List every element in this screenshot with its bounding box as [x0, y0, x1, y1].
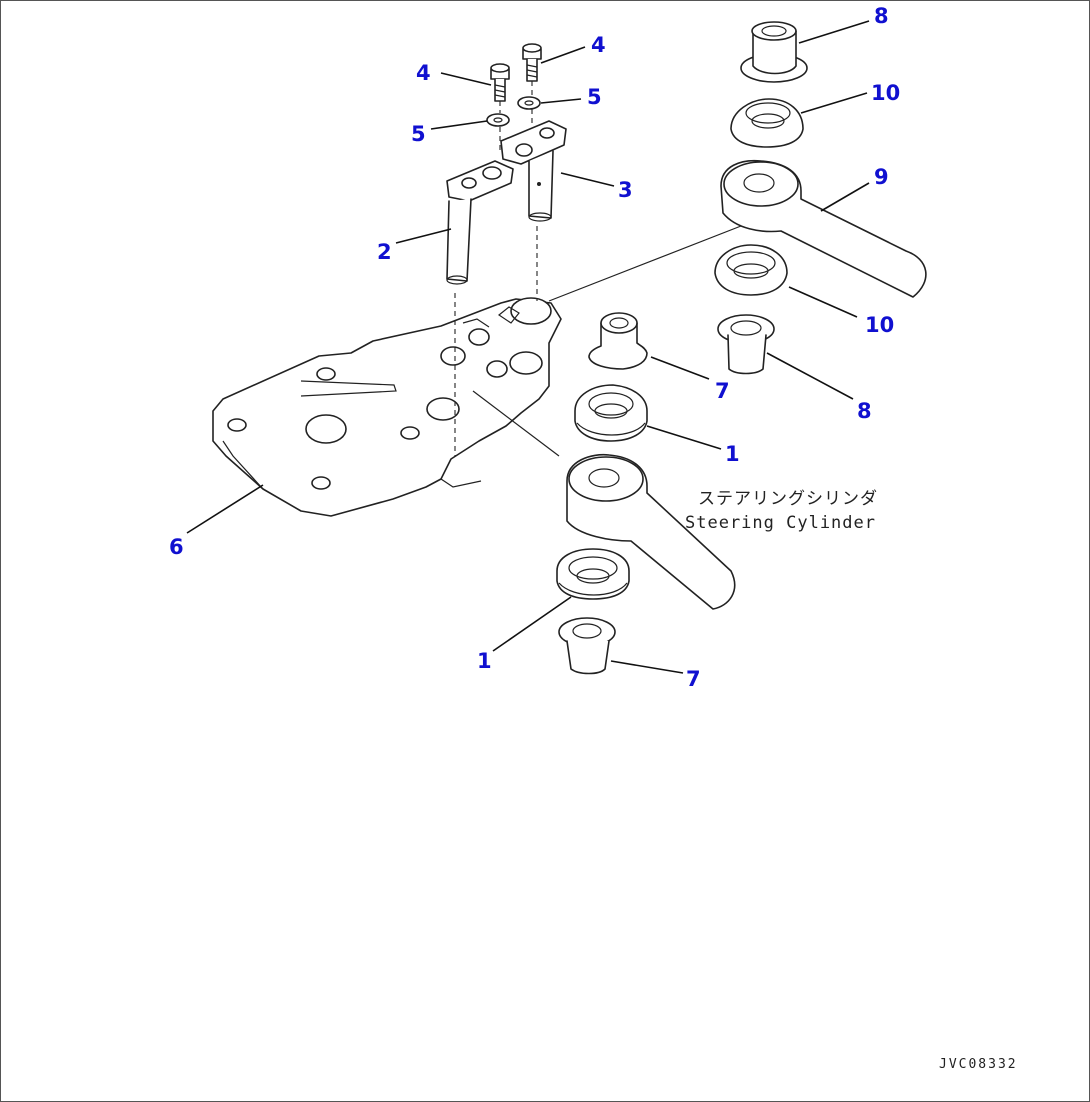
callout-5-right: 5 [587, 85, 602, 109]
seal-part-1-upper [574, 384, 648, 442]
callout-8-upper: 8 [874, 4, 889, 28]
callout-6: 6 [169, 535, 184, 559]
washer-part-5-right [517, 96, 541, 110]
bushing-part-7-lower [558, 617, 616, 675]
callout-2: 2 [377, 240, 392, 264]
bracket-part-6 [212, 226, 562, 517]
callout-7-upper: 7 [715, 379, 730, 403]
callout-1-upper: 1 [725, 442, 740, 466]
callout-1-lower: 1 [477, 649, 492, 673]
washer-part-5-left [486, 113, 510, 127]
callout-labels: 4 4 5 5 3 2 6 8 10 9 10 8 7 1 1 7 [169, 4, 900, 691]
pin-part-2 [446, 160, 514, 285]
bushing-part-8-lower [717, 314, 775, 375]
callout-10-lower: 10 [865, 313, 894, 337]
seal-part-1-lower [556, 548, 630, 600]
bushing-part-7-upper [588, 312, 648, 370]
seal-part-10-lower [714, 244, 788, 296]
callout-3: 3 [618, 178, 633, 202]
callout-8-lower: 8 [857, 399, 872, 423]
callout-4-right: 4 [591, 33, 606, 57]
callout-10-upper: 10 [871, 81, 900, 105]
leader-lines [186, 20, 870, 674]
callout-7-lower: 7 [686, 667, 701, 691]
callout-5-left: 5 [411, 122, 426, 146]
seal-part-10-upper [730, 98, 804, 148]
callout-9: 9 [874, 165, 889, 189]
label-english: Steering Cylinder [685, 513, 876, 533]
callout-4-left: 4 [416, 61, 431, 85]
bolt-part-4-left [490, 63, 510, 102]
label-japanese: ステアリングシリンダ [698, 489, 878, 509]
pin-part-3 [500, 120, 567, 222]
cylinder-rod-end-part-9 [720, 159, 927, 298]
steering-cylinder-label: ステアリングシリンダ Steering Cylinder [685, 489, 878, 533]
bolt-part-4-right [522, 43, 542, 82]
steering-cylinder-lower [566, 453, 736, 610]
bushing-part-8-upper [740, 21, 808, 83]
drawing-code: JVC08332 [939, 1057, 1018, 1072]
